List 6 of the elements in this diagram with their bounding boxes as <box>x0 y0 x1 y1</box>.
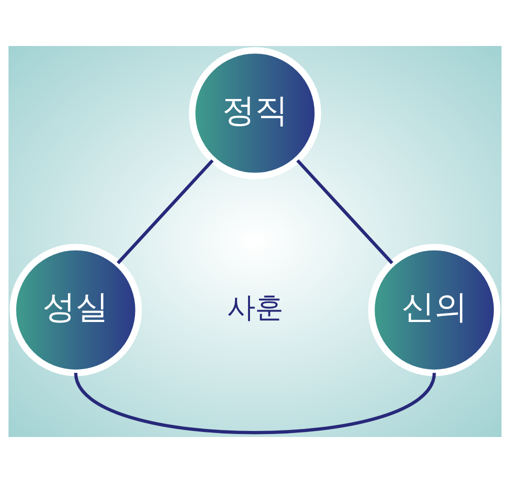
connector <box>116 158 214 264</box>
node-circle: 신의 <box>368 243 500 376</box>
node-circle: 성실 <box>10 243 142 376</box>
node-circle: 정직 <box>188 46 322 179</box>
label: 사훈 <box>227 290 283 324</box>
connector <box>296 158 394 264</box>
